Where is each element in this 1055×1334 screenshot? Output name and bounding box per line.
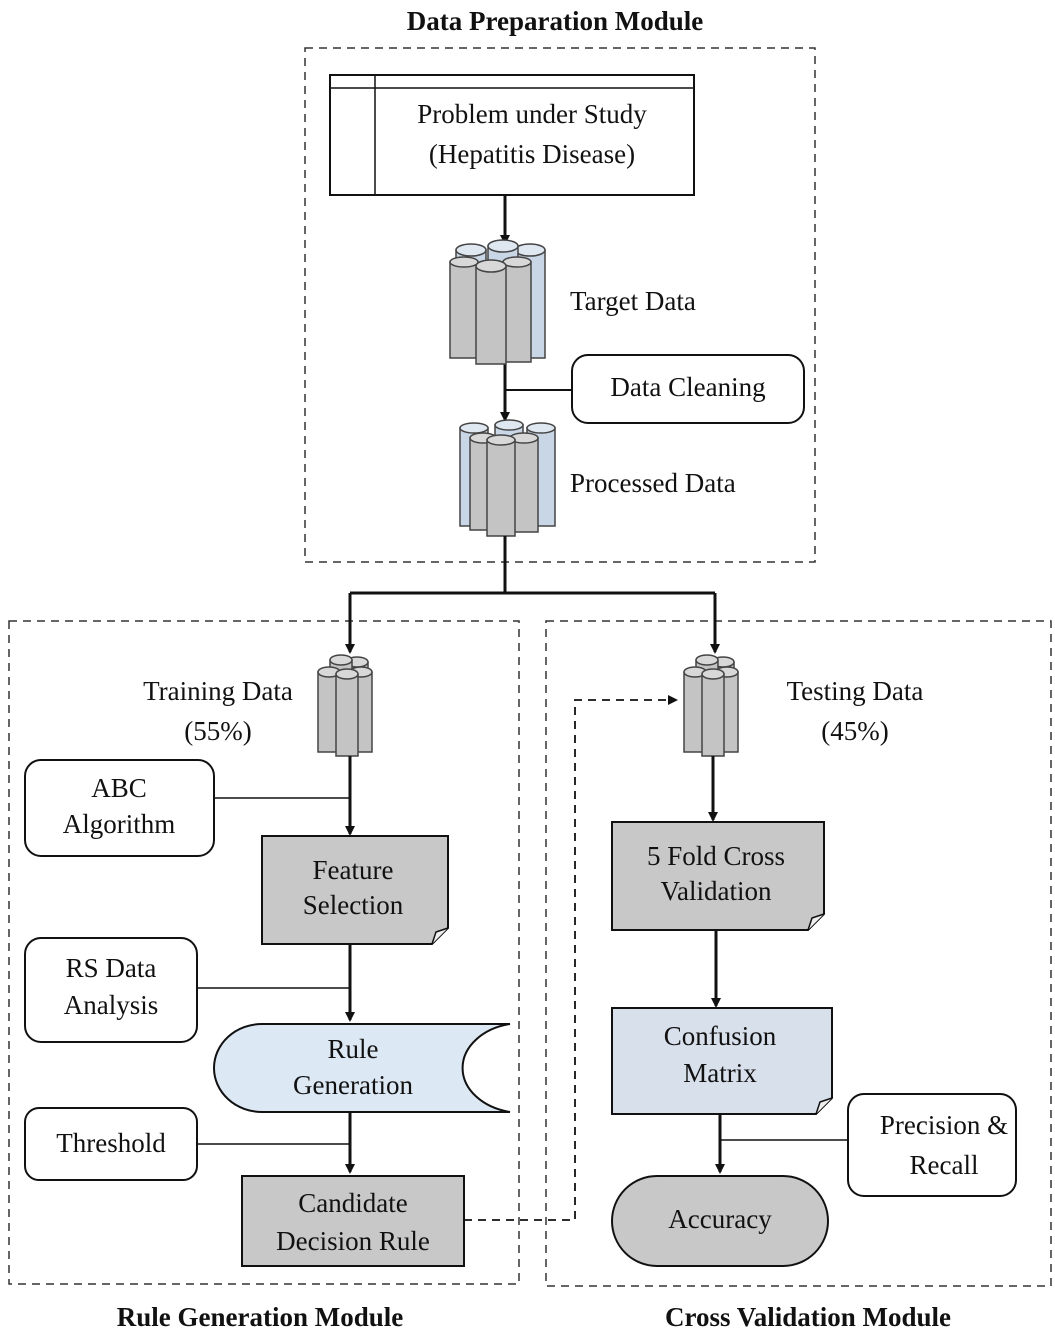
problem-under-study-box: Problem under Study (Hepatitis Disease) bbox=[329, 74, 695, 196]
five-fold-cross-validation-box: 5 Fold Cross Validation bbox=[611, 821, 825, 931]
training-data-label-line1: Training Data bbox=[143, 676, 293, 706]
rule-generation-line2: Generation bbox=[293, 1070, 413, 1100]
abc-algorithm-box: ABC Algorithm bbox=[24, 759, 215, 857]
data-preparation-module-frame bbox=[304, 47, 816, 563]
confusion-line2: Matrix bbox=[683, 1058, 757, 1088]
threshold-label: Threshold bbox=[56, 1128, 166, 1158]
data-cleaning-box: Data Cleaning bbox=[571, 354, 805, 424]
data-preparation-title: Data Preparation Module bbox=[407, 6, 703, 36]
accuracy-terminator: Accuracy bbox=[611, 1175, 829, 1267]
candidate-decision-rule-box: Candidate Decision Rule bbox=[241, 1175, 465, 1267]
cross-validation-title: Cross Validation Module bbox=[665, 1302, 951, 1332]
target-data-label: Target Data bbox=[570, 286, 696, 316]
cv-line1: 5 Fold Cross bbox=[647, 841, 785, 871]
target-data-cylinders bbox=[449, 239, 546, 365]
training-data-cylinders bbox=[317, 654, 373, 757]
training-data-label-line2: (55%) bbox=[184, 716, 251, 746]
confusion-matrix-box: Confusion Matrix bbox=[611, 1007, 833, 1115]
candidate-line2: Decision Rule bbox=[276, 1226, 430, 1256]
cross-validation-module-frame bbox=[545, 620, 1052, 1287]
dashed-rule-to-testing bbox=[464, 695, 678, 1221]
abc-label-line1: ABC bbox=[91, 773, 147, 803]
candidate-line1: Candidate bbox=[298, 1188, 407, 1218]
processed-data-cylinders bbox=[459, 419, 556, 537]
data-cleaning-label: Data Cleaning bbox=[610, 372, 765, 402]
rule-generation-title: Rule Generation Module bbox=[117, 1302, 403, 1332]
precision-line2: Recall bbox=[910, 1150, 979, 1180]
feature-selection-line2: Selection bbox=[303, 890, 404, 920]
rs-data-analysis-box: RS Data Analysis bbox=[24, 937, 198, 1043]
rule-generation-line1: Rule bbox=[328, 1034, 379, 1064]
rs-label-line2: Analysis bbox=[64, 990, 159, 1020]
processed-data-label: Processed Data bbox=[570, 468, 736, 498]
rule-generation-box: Rule Generation bbox=[213, 1023, 511, 1113]
rs-label-line1: RS Data bbox=[66, 953, 157, 983]
feature-selection-line1: Feature bbox=[313, 855, 394, 885]
abc-label-line2: Algorithm bbox=[63, 809, 176, 839]
confusion-line1: Confusion bbox=[664, 1021, 777, 1051]
precision-recall-box: Precision & Recall bbox=[847, 1093, 1017, 1197]
threshold-box: Threshold bbox=[24, 1107, 198, 1181]
testing-data-label-line1: Testing Data bbox=[787, 676, 924, 706]
cv-line2: Validation bbox=[661, 876, 772, 906]
rule-generation-module-frame bbox=[8, 620, 520, 1285]
accuracy-label: Accuracy bbox=[668, 1204, 772, 1234]
testing-data-cylinders bbox=[683, 654, 739, 757]
problem-label-line2: (Hepatitis Disease) bbox=[429, 139, 635, 169]
feature-selection-box: Feature Selection bbox=[261, 835, 449, 945]
problem-label-line1: Problem under Study bbox=[417, 99, 647, 129]
precision-line1: Precision & bbox=[880, 1110, 1008, 1140]
testing-data-label-line2: (45%) bbox=[821, 716, 888, 746]
